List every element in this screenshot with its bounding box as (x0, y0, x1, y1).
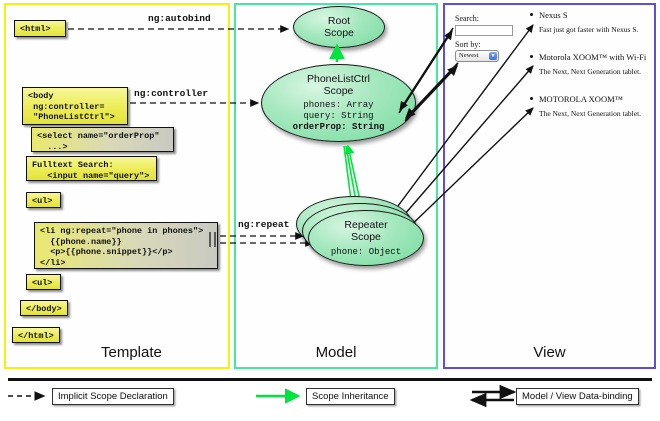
scope-title-repeater-line1: Repeater (344, 218, 388, 231)
bullet-icon (530, 13, 533, 16)
scope-ellipse-repeater: Repeater Scope phone: Object (308, 210, 424, 266)
scope-title-phonelistctrl-line2: Scope (323, 85, 354, 97)
bullet-icon (530, 97, 533, 100)
scope-prop-phone: phone: Object (330, 246, 402, 257)
phone-snippet: The Next, Next Generation tablet. (539, 109, 642, 118)
scope-title-phonelistctrl-line1: PhoneListCtrl (306, 73, 371, 85)
search-label: Search: (455, 14, 479, 23)
column-label-template: Template (101, 344, 162, 361)
legend-divider (8, 378, 652, 381)
code-box-body-close: </body> (20, 300, 68, 316)
scope-ellipse-phonelistctrl: PhoneListCtrl Scope phones: Array query:… (261, 64, 416, 142)
phone-name: Nexus S (539, 10, 568, 20)
code-box-fulltext-search: Fulltext Search: <input name="query"> (26, 156, 157, 181)
legend: Implicit Scope Declaration Scope Inherit… (0, 374, 660, 421)
legend-label-scope-inheritance: Scope Inheritance (306, 388, 395, 405)
code-box-html-close: </html> (12, 327, 60, 343)
code-box-ul-close: <ul> (26, 274, 61, 290)
chevron-down-icon: ▾ (489, 52, 497, 60)
code-box-li-repeat: <li ng:repeat="phone in phones"> {{phone… (34, 222, 218, 269)
phone-name: Motorola XOOM™ with Wi-Fi (539, 52, 647, 62)
sort-by-label: Sort by: (455, 40, 481, 49)
scope-ellipse-root: Root Scope (293, 6, 385, 48)
phone-name: MOTOROLA XOOM™ (539, 94, 623, 104)
arrow-label-ng-autobind: ng:autobind (148, 13, 211, 24)
column-model: Model (234, 3, 438, 369)
scope-title-root-line1: Root (327, 15, 351, 27)
legend-label-model-view-data-binding: Model / View Data-binding (516, 388, 639, 405)
scope-prop-orderprop: orderProp: String (292, 122, 385, 132)
arrow-label-ng-repeat: ng:repeat (238, 219, 290, 230)
sort-by-selected-value: Newest (459, 52, 479, 59)
scope-title-repeater-line2: Scope (351, 230, 381, 243)
list-item: Motorola XOOM™ with Wi-Fi The Next, Next… (530, 52, 647, 76)
scope-prop-phones: phones: Array (303, 100, 374, 110)
legend-label-implicit-scope-declaration: Implicit Scope Declaration (52, 388, 174, 405)
code-box-html-open: <html> (14, 20, 66, 37)
code-box-ul-open: <ul> (26, 192, 61, 208)
code-box-select: <select name="orderProp" ...> (31, 127, 174, 152)
bullet-icon (530, 55, 533, 58)
scope-prop-query: query: String (303, 111, 374, 121)
arrow-label-ng-controller: ng:controller (134, 88, 209, 99)
scope-title-root-line2: Scope (324, 27, 354, 39)
column-label-model: Model (315, 344, 357, 361)
list-item: MOTOROLA XOOM™ The Next, Next Generation… (530, 94, 642, 118)
search-input[interactable] (455, 25, 513, 36)
sort-by-select[interactable]: Newest ▾ (455, 50, 499, 62)
phone-snippet: Fast just got faster with Nexus S. (539, 25, 639, 34)
code-box-body-open: <body ng:controller= "PhoneListCtrl"> (22, 87, 128, 125)
column-label-view: View (533, 344, 566, 361)
list-item: Nexus S Fast just got faster with Nexus … (530, 10, 639, 34)
phone-snippet: The Next, Next Generation tablet. (539, 67, 642, 76)
